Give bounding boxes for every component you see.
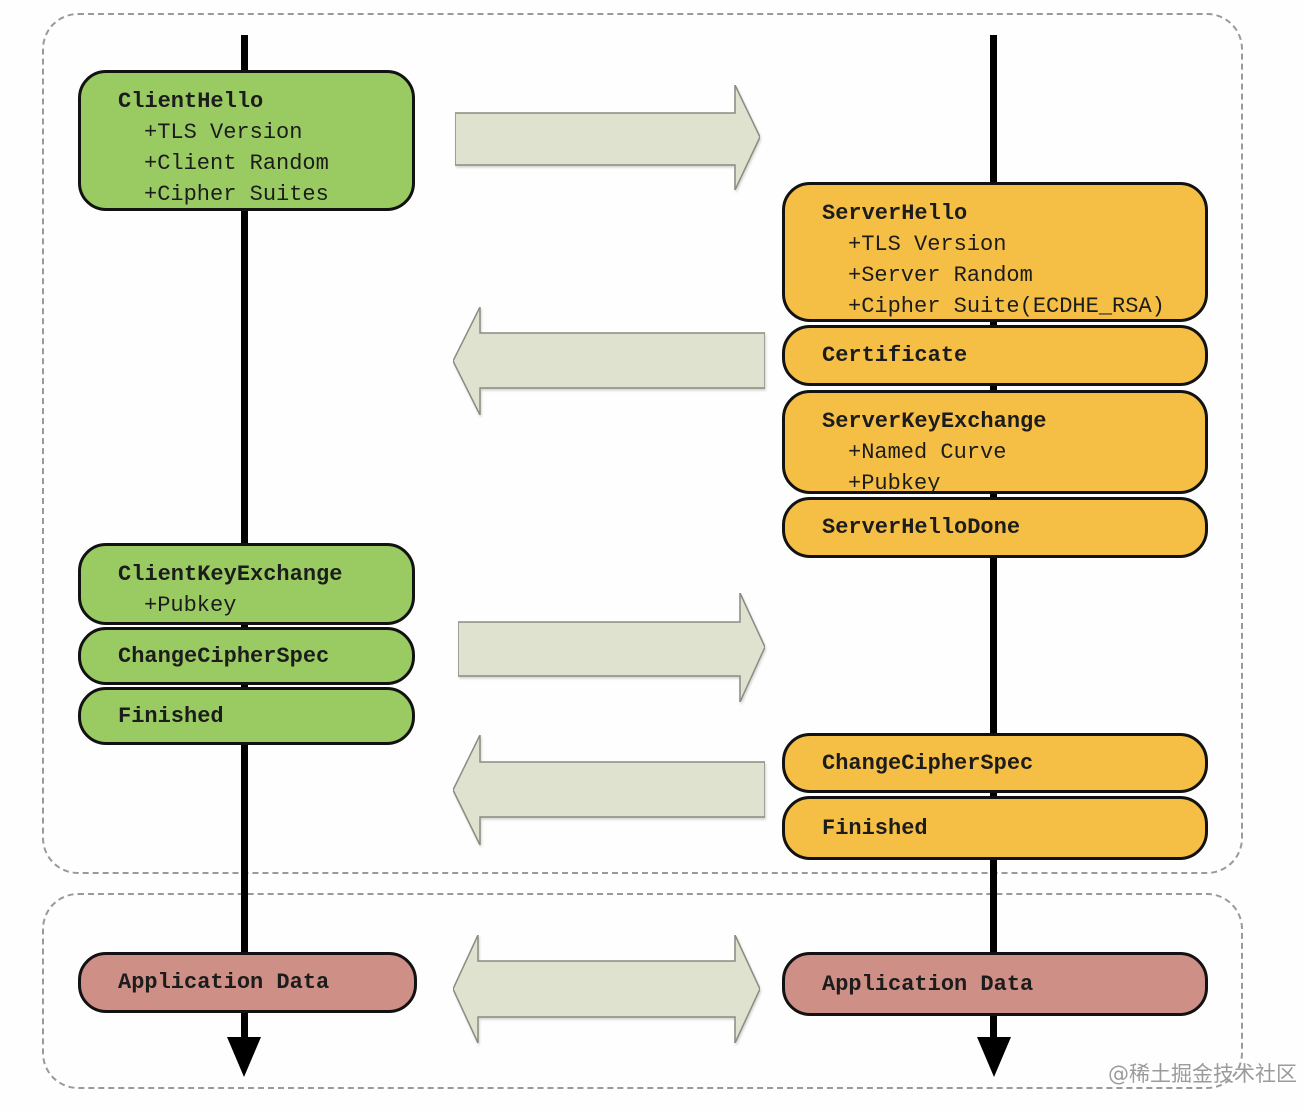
arrow-both-application-data-icon bbox=[453, 935, 760, 1043]
server-hello-done-box: ServerHelloDone bbox=[782, 497, 1208, 558]
client-finished-box: Finished bbox=[78, 687, 415, 745]
client-hello-item: +Client Random bbox=[144, 151, 329, 176]
server-hello-box: ServerHello +TLS Version +Server Random … bbox=[782, 182, 1208, 322]
client-finished-title: Finished bbox=[118, 703, 224, 729]
client-lifeline-arrowhead-icon bbox=[227, 1037, 261, 1077]
client-application-data-box: Application Data bbox=[78, 952, 417, 1013]
server-certificate-title: Certificate bbox=[822, 343, 968, 368]
client-hello-title: ClientHello bbox=[118, 89, 264, 114]
client-key-exchange-box: ClientKeyExchange +Pubkey bbox=[78, 543, 415, 625]
server-certificate-box: Certificate bbox=[782, 325, 1208, 386]
server-finished-title: Finished bbox=[822, 815, 928, 841]
arrow-left-server-finished-icon bbox=[453, 735, 765, 845]
client-hello-item: +TLS Version bbox=[144, 120, 303, 145]
client-application-data-title: Application Data bbox=[118, 970, 330, 995]
arrow-right-client-key-exchange-icon bbox=[458, 593, 765, 702]
server-application-data-box: Application Data bbox=[782, 952, 1208, 1016]
server-lifeline-arrowhead-icon bbox=[977, 1037, 1011, 1077]
client-key-exchange-item: +Pubkey bbox=[144, 593, 237, 618]
server-key-exchange-item: +Pubkey bbox=[848, 471, 941, 496]
client-lifeline bbox=[241, 35, 248, 1040]
server-key-exchange-title: ServerKeyExchange bbox=[822, 409, 1047, 434]
arrow-left-server-hello-icon bbox=[453, 307, 765, 415]
client-key-exchange-title: ClientKeyExchange bbox=[118, 562, 343, 587]
server-hello-item: +TLS Version bbox=[848, 232, 1007, 257]
client-change-cipher-spec-title: ChangeCipherSpec bbox=[118, 643, 330, 669]
server-finished-box: Finished bbox=[782, 796, 1208, 860]
arrow-right-client-hello-icon bbox=[455, 85, 760, 190]
client-change-cipher-spec-box: ChangeCipherSpec bbox=[78, 627, 415, 685]
server-hello-done-title: ServerHelloDone bbox=[822, 515, 1021, 540]
server-change-cipher-spec-box: ChangeCipherSpec bbox=[782, 733, 1208, 793]
client-hello-box: ClientHello +TLS Version +Client Random … bbox=[78, 70, 415, 211]
server-key-exchange-item: +Named Curve bbox=[848, 440, 1007, 465]
watermark: @稀土掘金技术社区 bbox=[1108, 1062, 1297, 1086]
server-hello-title: ServerHello bbox=[822, 201, 968, 226]
server-hello-item: +Server Random bbox=[848, 263, 1033, 288]
server-hello-item: +Cipher Suite(ECDHE_RSA) bbox=[848, 294, 1165, 319]
handshake-phase-region bbox=[42, 13, 1243, 874]
client-hello-item: +Cipher Suites bbox=[144, 182, 329, 207]
server-change-cipher-spec-title: ChangeCipherSpec bbox=[822, 750, 1034, 776]
server-application-data-title: Application Data bbox=[822, 971, 1034, 997]
application-data-phase-region bbox=[42, 893, 1243, 1089]
server-key-exchange-box: ServerKeyExchange +Named Curve +Pubkey bbox=[782, 390, 1208, 496]
